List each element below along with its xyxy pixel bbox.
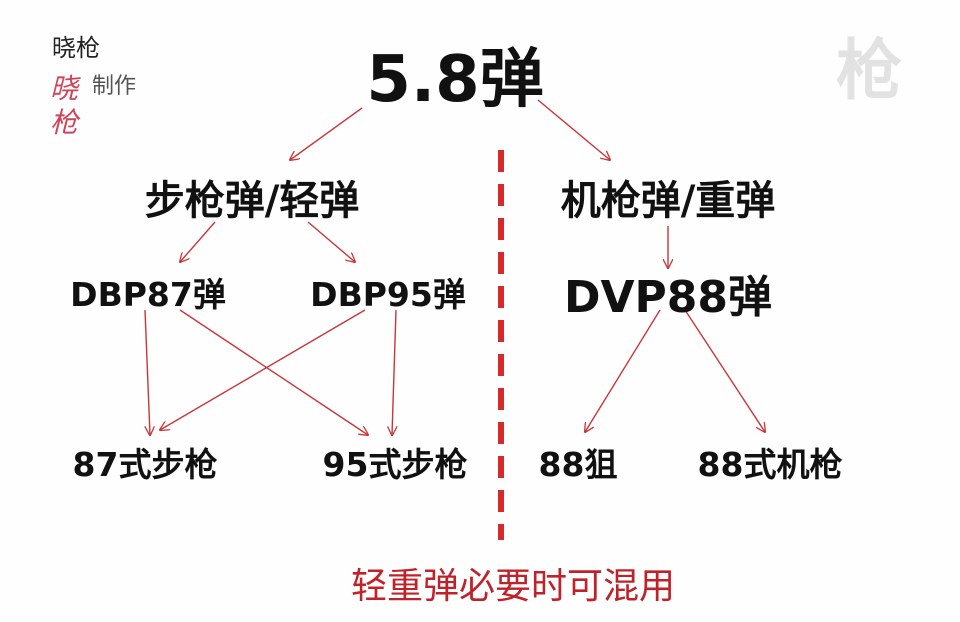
- weapon-88-sniper: 88狙: [538, 445, 618, 484]
- arrow-dvp88-to-88sniper: [585, 309, 661, 432]
- heavy-branch-title: 机枪弹/重弹: [560, 178, 776, 224]
- root-node: 5.8弹: [366, 43, 544, 117]
- arrow-dbp95-to-87: [160, 309, 366, 430]
- arrow-light-to-dbp87: [180, 221, 216, 262]
- logo-subtitle: 制作: [92, 74, 137, 99]
- arrow-dvp88-to-88mg: [684, 309, 765, 432]
- arrow-root-to-light: [290, 107, 363, 160]
- ammo-dbp87: DBP87弹: [70, 275, 226, 314]
- arrow-dbp87-to-95: [179, 309, 368, 435]
- arrow-dbp95-to-95: [392, 309, 396, 435]
- logo-signature: 晓枪: [50, 72, 79, 139]
- arrow-light-to-dbp95: [307, 221, 355, 262]
- arrow-root-to-heavy: [537, 99, 610, 160]
- light-branch-title: 步枪弹/轻弹: [144, 178, 360, 224]
- logo-title: 晓枪: [52, 34, 100, 62]
- ammo-dbp95: DBP95弹: [310, 275, 466, 314]
- weapon-87: 87式步枪: [72, 445, 218, 484]
- mixing-note: 轻重弹必要时可混用: [350, 566, 676, 607]
- watermark-logo: 枪: [836, 32, 902, 109]
- weapon-95: 95式步枪: [322, 445, 468, 484]
- weapon-88-mg: 88式机枪: [697, 445, 843, 484]
- arrow-dbp87-to-87: [144, 309, 150, 435]
- ammo-dvp88: DVP88弹: [563, 272, 773, 323]
